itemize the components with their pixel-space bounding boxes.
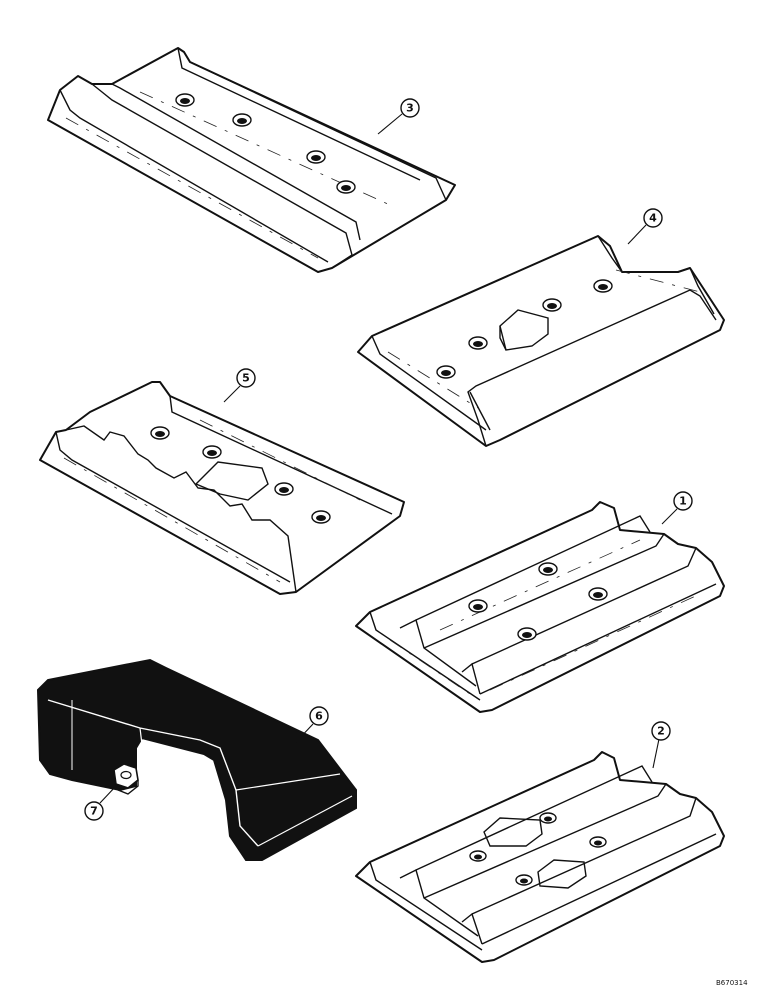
track-shoe-triple-grouser-center-holes — [355, 751, 725, 963]
callout-5: 5 — [223, 368, 256, 403]
callout-6: 6 — [295, 706, 329, 743]
callout-2-label: 2 — [657, 725, 665, 738]
callout-4: 4 — [627, 208, 663, 245]
track-shoe-single-grouser-center-hole — [357, 235, 725, 447]
callout-5-label: 5 — [242, 372, 250, 385]
track-shoe-notched-grouser — [39, 381, 405, 595]
callout-3-label: 3 — [406, 102, 414, 115]
callout-1-label: 1 — [679, 495, 687, 508]
callout-6-label: 6 — [315, 710, 323, 723]
callout-4-label: 4 — [649, 212, 657, 225]
callout-7: 7 — [84, 785, 117, 821]
drawing-code: B670314 — [716, 979, 748, 987]
callout-7-label: 7 — [90, 805, 98, 818]
callout-3: 3 — [377, 98, 420, 135]
hex-nut — [113, 763, 139, 795]
callout-1: 1 — [661, 491, 693, 525]
callout-2: 2 — [651, 721, 671, 769]
track-pad-rubber — [36, 658, 357, 861]
track-shoe-single-grouser — [47, 47, 456, 273]
track-shoe-triple-grouser — [355, 501, 725, 713]
